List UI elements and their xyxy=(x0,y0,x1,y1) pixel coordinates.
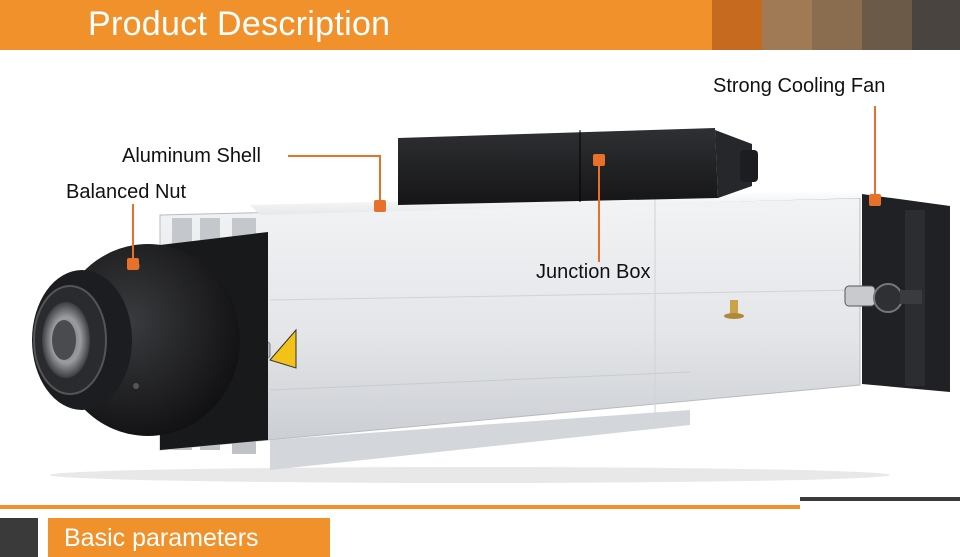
section-title: Basic parameters xyxy=(64,524,259,552)
floor-shadow xyxy=(50,467,890,483)
label-junction-box: Junction Box xyxy=(536,261,651,283)
header-swatch xyxy=(862,0,912,50)
header-swatch xyxy=(812,0,862,50)
divider-dark xyxy=(800,497,960,501)
spindle-motor-illustration xyxy=(32,106,950,483)
leader-lines xyxy=(132,106,876,264)
footer-banner: Basic parameters xyxy=(0,518,960,557)
dot-balanced-nut xyxy=(127,258,139,270)
page-title: Product Description xyxy=(88,5,391,43)
junction-box-shape xyxy=(398,128,758,205)
dot-cooling-fan xyxy=(869,194,881,206)
leader-dots xyxy=(127,154,881,270)
dot-aluminum-shell xyxy=(374,200,386,212)
header-swatch xyxy=(762,0,812,50)
leader-aluminum-shell xyxy=(288,155,381,205)
header-swatch xyxy=(912,0,960,50)
header-banner: Product Description xyxy=(0,0,960,50)
label-strong-cooling-fan: Strong Cooling Fan xyxy=(713,75,886,97)
header-swatch xyxy=(712,0,762,50)
divider-orange xyxy=(0,505,800,509)
footer-dark-block xyxy=(0,518,38,557)
dot-junction-box xyxy=(593,154,605,166)
footer-orange-bar xyxy=(48,518,330,557)
header-orange-bar xyxy=(0,0,712,50)
cooling-fan-shape xyxy=(844,194,950,392)
label-aluminum-shell: Aluminum Shell xyxy=(122,145,261,167)
balanced-nut-shape xyxy=(32,244,240,436)
label-balanced-nut: Balanced Nut xyxy=(66,181,187,203)
